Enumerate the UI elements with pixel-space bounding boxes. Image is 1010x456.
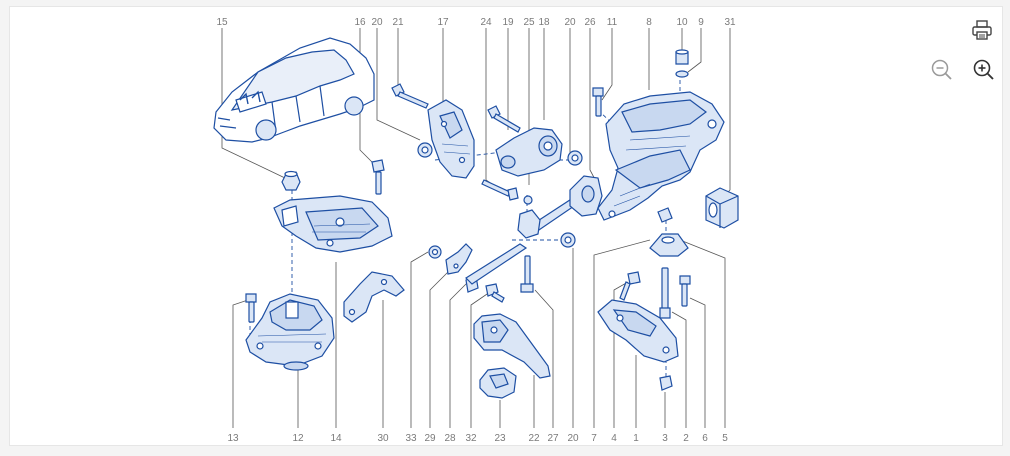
callout-28: 28 [444,433,456,444]
part-5-round-mount [649,233,689,257]
part-24-bolt [481,179,519,201]
callout-20: 20 [371,17,383,28]
zoom-in-icon [973,59,994,80]
car-illustration [213,37,375,143]
part-23-mount [479,367,517,399]
callout-5: 5 [722,433,728,444]
callout-24: 24 [480,17,492,28]
print-button[interactable] [968,16,996,44]
callout-33: 33 [405,433,417,444]
callout-14: 14 [330,433,342,444]
part-17-bracket [427,99,475,179]
part-32-bolt [485,283,505,303]
part-25-nut [523,195,533,205]
part-20-bushing-a [417,142,433,158]
part-1-lower-bracket [597,299,679,363]
part-19-bolt [487,105,521,133]
part-27-bolt [520,255,534,293]
part-33-nut [428,245,442,259]
part-2-stud [659,267,671,319]
part-15-nut [281,170,301,191]
callout-20b: 20 [564,17,576,28]
part-26-rear-mount [569,175,603,217]
callout-15: 15 [216,17,228,28]
callout-32: 32 [465,433,477,444]
part-30-bracket [343,271,405,323]
zoom-in-button[interactable] [970,56,998,84]
part-21-bolt [391,83,429,109]
callout-25: 25 [523,17,535,28]
callout-30: 30 [377,433,389,444]
callout-12: 12 [292,433,304,444]
part-31-bushing [705,187,739,229]
callout-23: 23 [494,433,506,444]
callout-8: 8 [646,17,652,28]
callout-2: 2 [683,433,689,444]
part-20-bushing-b [567,150,583,166]
callout-11: 11 [607,17,618,28]
callout-17: 17 [437,17,449,28]
callout-9: 9 [698,17,704,28]
callout-1: 1 [633,433,639,444]
callout-18: 18 [538,17,550,28]
callout-4: 4 [611,433,617,444]
part-29-link [445,243,473,275]
part-11-bolt [592,87,604,117]
callout-3: 3 [662,433,668,444]
part-20-bushing-c [560,232,576,248]
printer-icon [972,20,992,40]
part-14-bracket [273,195,393,253]
zoom-out-button[interactable] [928,56,956,84]
callout-26: 26 [584,17,596,28]
callout-20c: 20 [567,433,579,444]
part-22-torque-arm [473,313,551,379]
part-6-bolt [679,275,691,307]
callout-7: 7 [591,433,597,444]
callout-31: 31 [724,17,736,28]
part-16-bolt [371,159,385,195]
part-13-bolt [245,293,257,323]
part-10-cap [675,49,689,65]
callout-22: 22 [528,433,540,444]
part-3-nut [659,375,673,391]
part-7-nut [657,207,673,223]
leader-lines [221,28,731,428]
part-18-rubber-mount [495,127,563,177]
callout-16: 16 [354,17,366,28]
callout-27: 27 [547,433,559,444]
part-12-engine-mount [245,293,335,371]
callout-21: 21 [392,17,404,28]
callouts-bottom: 13 12 14 30 33 29 28 32 23 22 27 20 7 4 … [227,433,728,444]
part-9-washer [675,70,689,78]
callout-6: 6 [702,433,708,444]
callout-19: 19 [502,17,514,28]
zoom-out-icon [931,59,952,80]
callout-29: 29 [424,433,436,444]
callout-10: 10 [676,17,688,28]
callout-13: 13 [227,433,239,444]
part-4-bolt [619,271,641,301]
part-8-gearbox-support [597,91,725,221]
reaction-link [465,195,581,285]
callouts-top: 15 16 20 21 17 24 19 25 18 20 26 11 8 10… [216,17,736,28]
